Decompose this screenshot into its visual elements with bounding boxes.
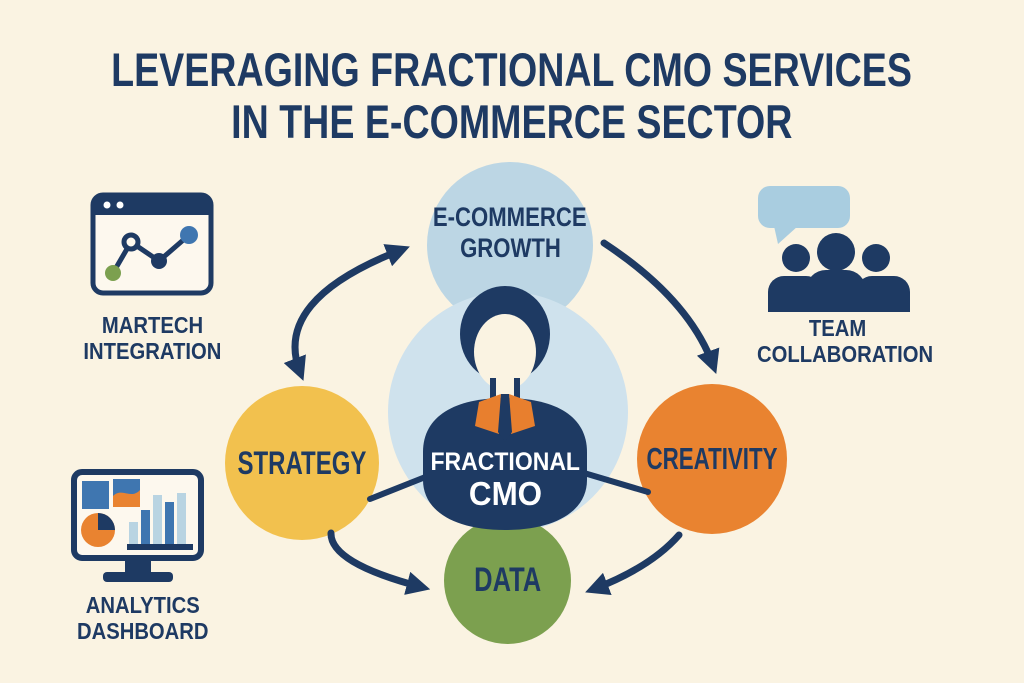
- browser-titlebar: [93, 195, 211, 215]
- strategy-label: STRATEGY: [237, 444, 367, 481]
- person-body-center: [806, 270, 866, 312]
- martech-browser-chart-icon: [90, 192, 214, 296]
- growth-label-line-2: GROWTH: [459, 233, 561, 263]
- avatar-collar-right: [509, 394, 535, 434]
- monitor-stand-neck: [125, 558, 151, 575]
- node-ecommerce-growth: E-COMMERCE GROWTH: [427, 162, 593, 328]
- person-head: [782, 244, 810, 272]
- page-title: LEVERAGING FRACTIONAL CMO SERVICES IN TH…: [0, 44, 1024, 148]
- bar-baseline: [127, 544, 193, 550]
- team-collaboration-icon: [758, 186, 910, 312]
- arrow-creativity-data: [585, 531, 683, 595]
- titlebar-dot: [103, 201, 111, 209]
- bar: [129, 522, 138, 544]
- widget-area-swoosh: [113, 490, 140, 507]
- title-line-2: IN THE E-COMMERCE SECTOR: [231, 95, 793, 148]
- speech-bubble-icon: [758, 186, 850, 228]
- team-collaboration-label: TEAM COLLABORATION: [745, 315, 934, 367]
- martech-label-line-1: MARTECH: [101, 312, 204, 338]
- creativity-label: CREATIVITY: [646, 441, 778, 476]
- arrow-strategy-growth: [283, 244, 410, 381]
- role-line-2: CMO: [468, 475, 542, 512]
- avatar-tie: [498, 394, 512, 442]
- analytics-label-line-2: DASHBOARD: [76, 618, 209, 644]
- team-label-line-2: COLLABORATION: [757, 341, 934, 367]
- bar: [177, 493, 186, 544]
- node-strategy: STRATEGY: [225, 386, 379, 540]
- pie-wedge: [98, 513, 115, 530]
- chart-line: [110, 232, 192, 276]
- title-line-1: LEVERAGING FRACTIONAL CMO SERVICES: [111, 43, 913, 96]
- widget-square-blue: [82, 481, 109, 509]
- person-head-center: [817, 233, 855, 271]
- role-line-1: FRACTIONAL: [430, 448, 580, 476]
- node-data: DATA: [444, 517, 571, 644]
- avatar-face: [474, 314, 536, 390]
- chart-node-navy: [151, 253, 167, 269]
- growth-label-line-1: E-COMMERCE: [433, 202, 587, 232]
- arrow-strategy-data: [327, 529, 431, 595]
- person-head: [862, 244, 890, 272]
- avatar-body: [423, 398, 587, 530]
- fractional-cmo-avatar: [423, 286, 587, 530]
- connector-creativity-cmo: [581, 470, 651, 495]
- analytics-label-line-1: ANALYTICS: [85, 592, 200, 618]
- analytics-dashboard-label: ANALYTICS DASHBOARD: [50, 592, 235, 644]
- speech-bubble-tail: [774, 226, 798, 244]
- person-body: [856, 276, 910, 312]
- martech-integration-label: MARTECH INTEGRATION: [60, 312, 245, 364]
- monitor-stand-base: [103, 572, 173, 582]
- node-creativity: CREATIVITY: [637, 384, 787, 534]
- central-role-label: FRACTIONAL CMO: [413, 448, 597, 511]
- chart-node-blue: [180, 226, 198, 244]
- arrow-growth-creativity: [600, 239, 720, 374]
- bar: [153, 495, 162, 544]
- bar: [165, 502, 174, 544]
- bar: [141, 510, 150, 544]
- martech-label-line-2: INTEGRATION: [83, 338, 222, 364]
- titlebar-dot: [116, 201, 124, 209]
- chart-node-ring: [121, 232, 141, 252]
- avatar-collar-left: [475, 394, 501, 434]
- team-label-line-1: TEAM: [808, 315, 867, 341]
- chart-node-green: [105, 265, 121, 281]
- analytics-monitor-icon: [71, 469, 204, 582]
- data-label: DATA: [473, 561, 542, 599]
